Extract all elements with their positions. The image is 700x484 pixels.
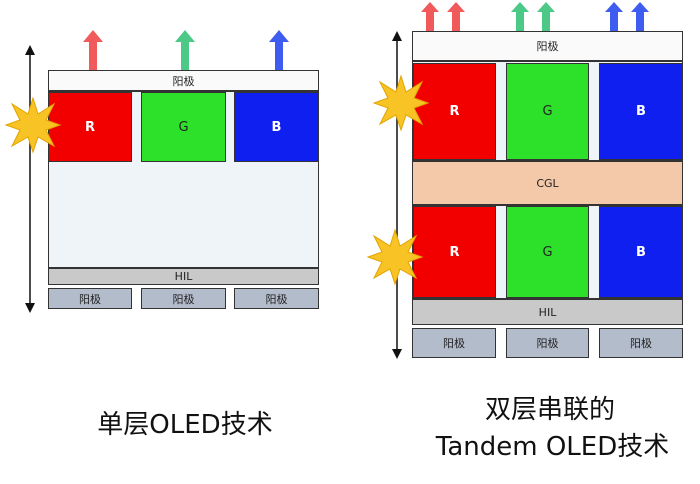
spark-icon bbox=[372, 74, 430, 132]
light-emission-arrow-red bbox=[83, 30, 103, 70]
green-subpixel: G bbox=[506, 206, 589, 298]
anode-pad: 阳极 bbox=[234, 288, 319, 309]
anode-pad: 阳极 bbox=[141, 288, 226, 309]
hil-layer: HIL bbox=[48, 268, 319, 285]
thickness-arrow bbox=[25, 45, 35, 313]
spark-icon bbox=[4, 96, 62, 154]
spark-icon bbox=[366, 228, 424, 286]
cathode-layer: 阳极 bbox=[48, 70, 319, 91]
green-subpixel: G bbox=[141, 92, 226, 162]
hil-layer: HIL bbox=[412, 299, 683, 325]
tandem-caption-line2: Tandem OLED技术 bbox=[435, 432, 670, 462]
anode-pad: 阳极 bbox=[48, 288, 132, 309]
single-layer-caption: 单层OLED技术 bbox=[97, 410, 273, 440]
light-emission-arrow-green bbox=[511, 2, 555, 32]
anode-pad: 阳极 bbox=[412, 328, 496, 358]
blue-subpixel: B bbox=[599, 206, 683, 298]
light-emission-arrow-green bbox=[175, 30, 195, 70]
blue-subpixel: B bbox=[599, 63, 683, 160]
blue-subpixel: B bbox=[234, 92, 319, 162]
cgl-layer: CGL bbox=[412, 161, 683, 205]
green-subpixel: G bbox=[506, 63, 589, 160]
anode-pad: 阳极 bbox=[506, 328, 589, 358]
cathode-layer: 阳极 bbox=[412, 31, 683, 61]
tandem-caption-line1: 双层串联的 bbox=[484, 395, 615, 425]
red-subpixel: R bbox=[48, 92, 132, 162]
red-subpixel: R bbox=[413, 206, 496, 298]
light-emission-arrow-blue bbox=[605, 2, 649, 32]
light-emission-arrow-red bbox=[421, 2, 465, 32]
light-emission-arrow-blue bbox=[269, 30, 289, 70]
anode-pad: 阳极 bbox=[599, 328, 683, 358]
